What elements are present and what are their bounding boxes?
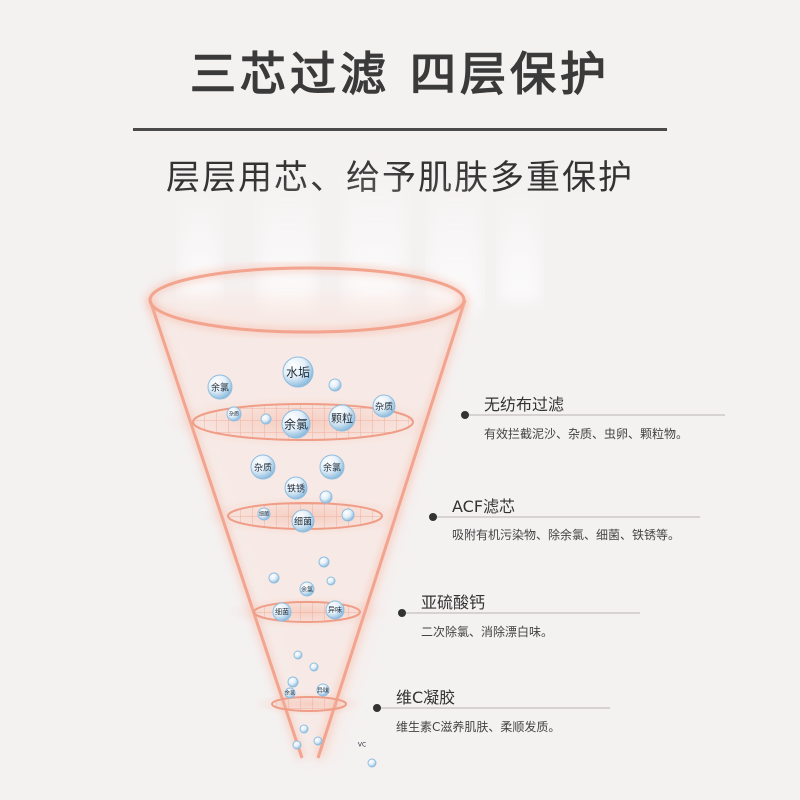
bubble-label: 余氯 bbox=[322, 463, 342, 474]
bubble-label: 余氯 bbox=[284, 690, 296, 697]
light-beams bbox=[180, 160, 540, 310]
bubble-label: 杂质 bbox=[374, 402, 394, 413]
bubble-label: 细菌 bbox=[293, 517, 313, 528]
layer-connectors bbox=[373, 411, 725, 712]
bubble-label: VC bbox=[357, 741, 367, 749]
bubble-label: 铁锈 bbox=[286, 484, 306, 495]
bubble-label: 杂质 bbox=[253, 463, 273, 474]
layer-4-title: 维C凝胶 bbox=[396, 688, 456, 707]
layer-4-desc: 维生素C滋养肌肤、柔顺发质。 bbox=[396, 720, 561, 734]
bubble-label: 余氯 bbox=[210, 383, 230, 394]
page-title: 三芯过滤 四层保护 bbox=[189, 47, 610, 101]
bubbles bbox=[207, 356, 396, 768]
bubble-label: 异味 bbox=[328, 606, 342, 614]
bubble-label: 细菌 bbox=[258, 511, 270, 518]
bubble-label: 颗粒 bbox=[331, 412, 353, 425]
bubble-label: 杂质 bbox=[228, 411, 240, 418]
layer-3-desc: 二次除氯、消除漂白味。 bbox=[421, 625, 554, 639]
bubble-label: 细菌 bbox=[275, 608, 289, 616]
layer-2-desc: 吸附有机污染物、除余氯、细菌、铁锈等。 bbox=[452, 528, 681, 542]
filter-disk-3 bbox=[227, 596, 387, 628]
filter-disk-4 bbox=[254, 692, 364, 716]
bubble-label: 异味 bbox=[316, 687, 330, 695]
title-divider bbox=[133, 128, 667, 131]
layer-3-title: 亚硫酸钙 bbox=[421, 593, 486, 612]
bubble-label: 余氯 bbox=[300, 586, 314, 594]
bubble-label: 余氯 bbox=[283, 417, 309, 432]
bubble-label: 水垢 bbox=[285, 365, 311, 380]
layer-1-title: 无纺布过滤 bbox=[484, 395, 565, 414]
layer-1-desc: 有效拦截泥沙、杂质、虫卵、颗粒物。 bbox=[484, 427, 689, 441]
layer-2-title: ACF滤芯 bbox=[452, 497, 516, 516]
